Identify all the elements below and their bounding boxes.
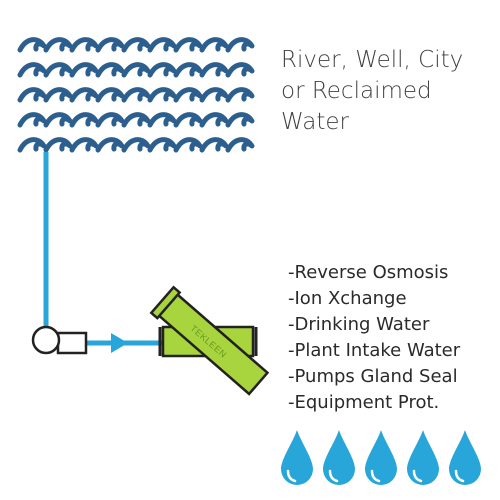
drop-highlight	[454, 469, 465, 483]
wave-row	[17, 87, 255, 103]
wave-row	[17, 37, 255, 53]
drop-highlight	[412, 469, 423, 483]
drop-highlight	[286, 469, 297, 483]
wave-row	[17, 112, 255, 128]
filter-icon: TEKLEEN	[149, 285, 270, 396]
wave-row	[17, 137, 255, 153]
drop-highlight	[328, 469, 339, 483]
flow-arrow-icon	[111, 333, 128, 353]
source-line: Water	[281, 109, 349, 135]
application-item: -Ion Xchange	[288, 288, 407, 309]
water-drop-icon	[407, 430, 439, 485]
water-source-title: River, Well, City or Reclaimed Water	[281, 45, 496, 138]
water-drop-icon	[323, 430, 355, 485]
water-drop-icon	[281, 430, 313, 485]
application-item: -Plant Intake Water	[288, 340, 461, 361]
water-drop-icon	[365, 430, 397, 485]
application-item: -Drinking Water	[288, 314, 430, 335]
drop-highlight	[370, 469, 381, 483]
application-item: -Equipment Prot.	[288, 392, 440, 413]
water-drop-icon	[449, 430, 481, 485]
applications-list: -Reverse Osmosis -Ion Xchange -Drinking …	[288, 260, 500, 416]
water-drops	[281, 430, 481, 485]
source-line: or Reclaimed	[281, 78, 432, 104]
water-waves-icon	[17, 37, 255, 153]
wave-row	[17, 62, 255, 78]
pump-icon	[31, 325, 88, 355]
application-item: -Reverse Osmosis	[288, 262, 449, 283]
source-line: River, Well, City	[281, 47, 464, 73]
application-item: -Pumps Gland Seal	[288, 366, 458, 387]
